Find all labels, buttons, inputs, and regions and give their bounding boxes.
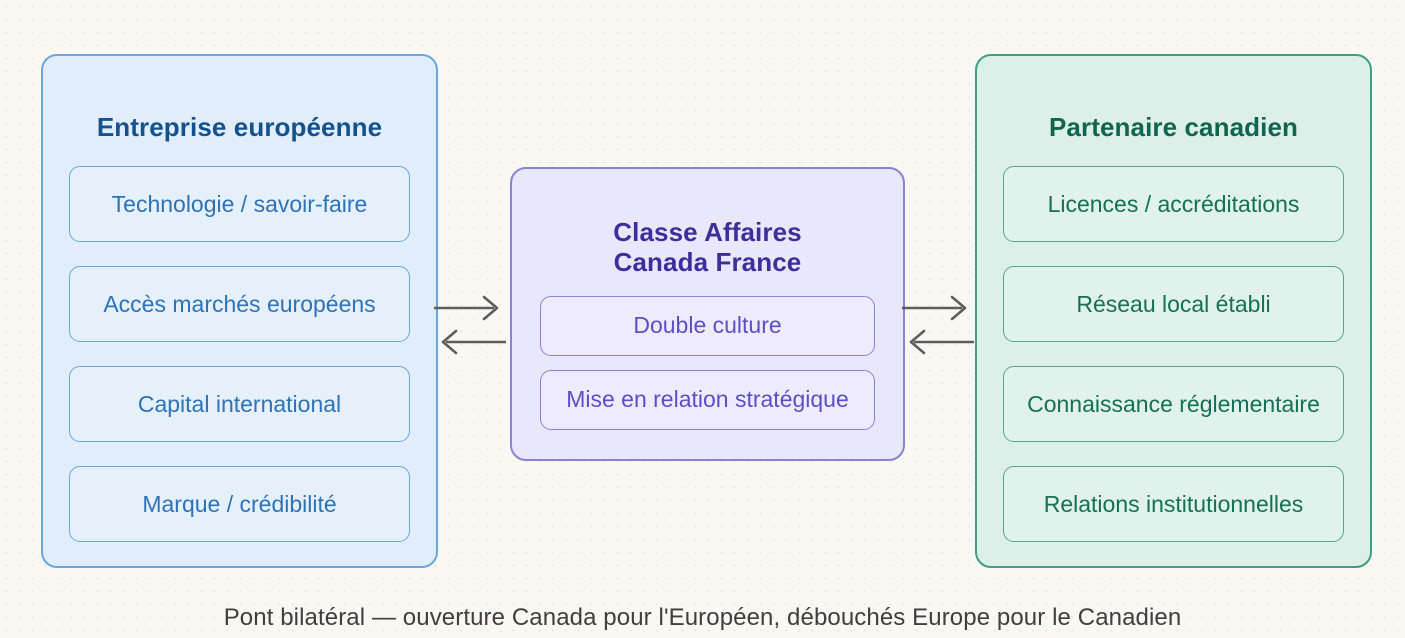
panel-classe-affaires-canada-france: Classe Affaires Canada France Double cul… xyxy=(510,167,905,461)
card-bridge-double-culture[interactable]: Double culture xyxy=(540,295,875,356)
card-canada-relations-institutionnelles[interactable]: Relations institutionnelles xyxy=(1003,466,1344,543)
card-canada-connaissance-reglementaire[interactable]: Connaissance réglementaire xyxy=(1003,366,1344,443)
card-label: Connaissance réglementaire xyxy=(1027,390,1320,417)
panel-partenaire-canadien: Partenaire canadien Licences / accrédita… xyxy=(975,54,1372,568)
card-label: Capital international xyxy=(137,390,342,417)
card-bridge-mise-en-relation[interactable]: Mise en relation stratégique xyxy=(540,369,875,430)
panel-bridge-card-list: Double culture Mise en relation stratégi… xyxy=(540,295,875,430)
card-europe-capital[interactable]: Capital international xyxy=(69,366,410,443)
diagram-caption: Pont bilatéral — ouverture Canada pour l… xyxy=(223,604,1182,631)
card-europe-acces-marches[interactable]: Accès marchés européens xyxy=(69,266,410,343)
card-europe-marque[interactable]: Marque / crédibilité xyxy=(69,466,410,543)
card-label: Mise en relation stratégique xyxy=(566,386,849,413)
card-canada-licences[interactable]: Licences / accréditations xyxy=(1003,166,1344,243)
card-europe-technologie[interactable]: Technologie / savoir-faire xyxy=(69,166,410,243)
card-label: Technologie / savoir-faire xyxy=(111,190,368,217)
card-label: Relations institutionnelles xyxy=(1043,490,1304,517)
panel-bridge-title: Classe Affaires Canada France xyxy=(613,217,801,278)
card-canada-reseau-local[interactable]: Réseau local établi xyxy=(1003,266,1344,343)
bridge-to-europe-arrow-head xyxy=(441,329,458,355)
panel-canada-card-list: Licences / accréditations Réseau local é… xyxy=(1003,166,1344,543)
panel-bridge-title-line2: Canada France xyxy=(613,247,802,278)
card-label: Réseau local établi xyxy=(1076,290,1271,317)
canada-to-bridge-arrow-head xyxy=(909,329,926,355)
panel-europe-card-list: Technologie / savoir-faire Accès marchés… xyxy=(69,166,410,543)
panel-bridge-title-line1: Classe Affaires xyxy=(613,216,802,247)
panel-entreprise-europeenne: Entreprise européenne Technologie / savo… xyxy=(41,54,438,568)
connectors-europe-bridge xyxy=(432,288,508,358)
bridge-to-canada-arrow-head xyxy=(950,295,967,321)
card-label: Double culture xyxy=(633,312,782,339)
card-label: Marque / crédibilité xyxy=(142,490,337,517)
connectors-bridge-canada xyxy=(900,288,976,358)
card-label: Licences / accréditations xyxy=(1047,190,1300,217)
card-label: Accès marchés européens xyxy=(103,290,376,317)
europe-to-bridge-arrow-head xyxy=(482,295,499,321)
panel-europe-title: Entreprise européenne xyxy=(96,111,383,142)
panel-canada-title: Partenaire canadien xyxy=(1048,111,1298,142)
